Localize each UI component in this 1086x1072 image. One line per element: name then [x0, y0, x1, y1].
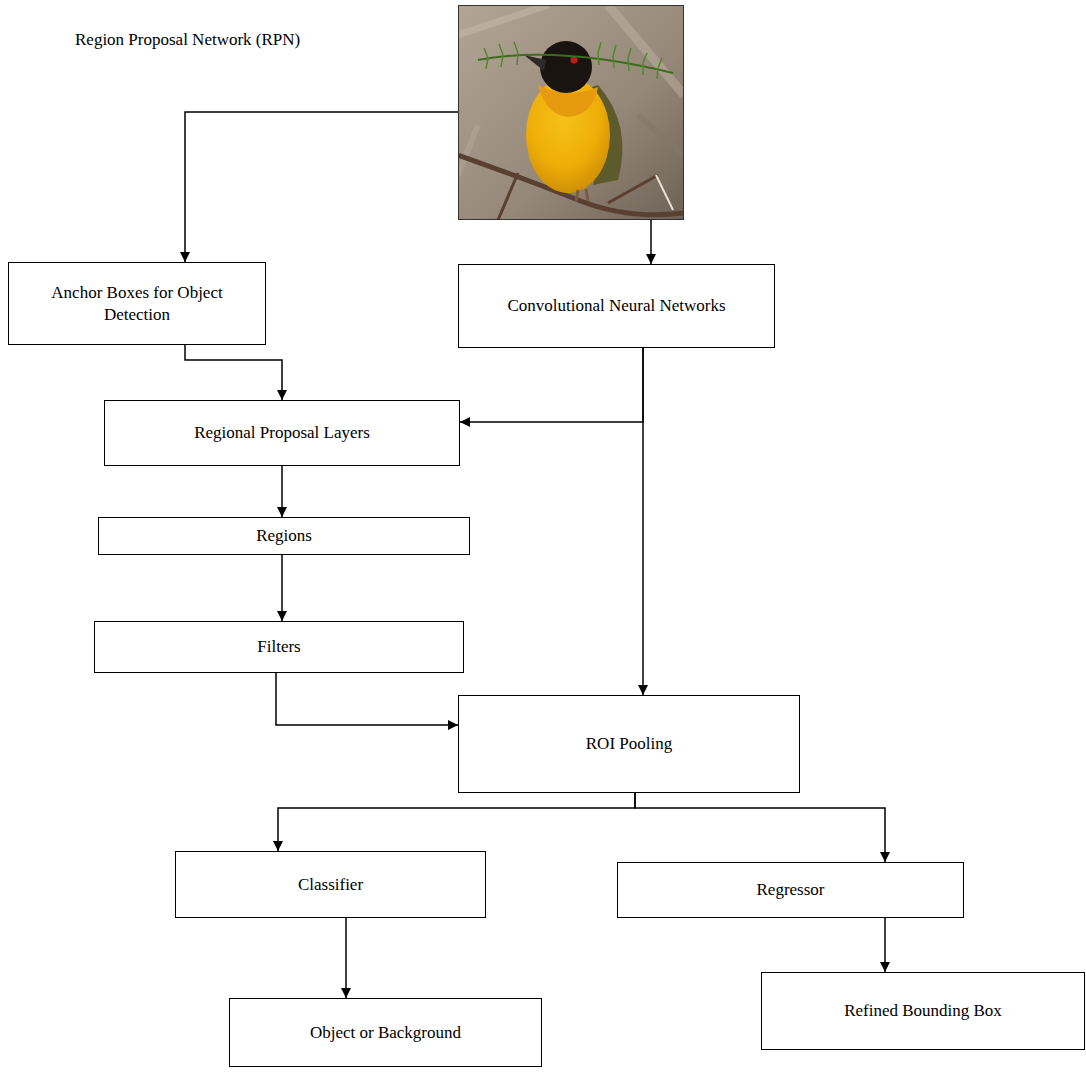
process-box: ROI Pooling	[458, 695, 800, 793]
box-label: Convolutional Neural Networks	[507, 295, 725, 316]
box-label: Regressor	[757, 879, 825, 900]
process-box: Regressor	[617, 862, 964, 918]
box-label: Object or Background	[310, 1022, 461, 1043]
process-box: Regional Proposal Layers	[104, 400, 460, 466]
process-box: Convolutional Neural Networks	[458, 264, 775, 348]
flow-arrow	[185, 345, 282, 400]
process-box: Classifier	[175, 851, 486, 918]
process-box: Regions	[98, 517, 470, 555]
box-label: Classifier	[298, 874, 363, 895]
process-box: Object or Background	[229, 998, 542, 1067]
process-box: Refined Bounding Box	[761, 972, 1085, 1050]
flow-arrow	[278, 793, 635, 851]
box-label: ROI Pooling	[586, 733, 672, 754]
box-label: Regions	[256, 525, 312, 546]
flow-arrow	[635, 793, 885, 862]
box-label: Refined Bounding Box	[844, 1000, 1002, 1021]
diagram-title: Region Proposal Network (RPN)	[75, 30, 300, 50]
flow-arrow	[281, 555, 283, 621]
image-to-cnn-line	[650, 220, 652, 264]
flow-arrow	[642, 348, 644, 695]
flow-arrow	[281, 466, 283, 517]
process-box: Anchor Boxes for Object Detection	[8, 262, 266, 345]
flow-arrow	[276, 673, 458, 725]
box-label: Anchor Boxes for Object Detection	[17, 282, 257, 325]
flow-arrow	[345, 918, 347, 998]
image-to-anchor-line	[185, 112, 458, 262]
flow-arrow	[884, 918, 886, 972]
flow-arrow	[460, 348, 643, 422]
process-box: Filters	[94, 621, 464, 673]
box-label: Regional Proposal Layers	[194, 422, 370, 443]
box-label: Filters	[257, 636, 300, 657]
bird-photo	[458, 5, 684, 220]
